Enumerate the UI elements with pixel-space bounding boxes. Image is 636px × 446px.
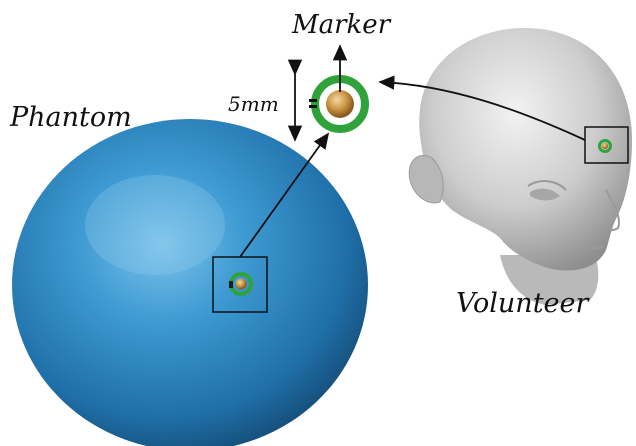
volunteer-to-marker-arrow xyxy=(378,75,586,141)
phantom-to-marker-arrow xyxy=(239,132,330,258)
phantom-sphere xyxy=(12,119,368,446)
marker-enlarged xyxy=(309,75,369,133)
marker-size-label: 5mm xyxy=(228,92,279,116)
volunteer-marker-inset xyxy=(584,126,629,164)
volunteer-head xyxy=(408,27,632,305)
marker-label: Marker xyxy=(292,10,391,40)
volunteer-label: Volunteer xyxy=(456,288,589,319)
phantom-label: Phantom xyxy=(10,102,132,133)
